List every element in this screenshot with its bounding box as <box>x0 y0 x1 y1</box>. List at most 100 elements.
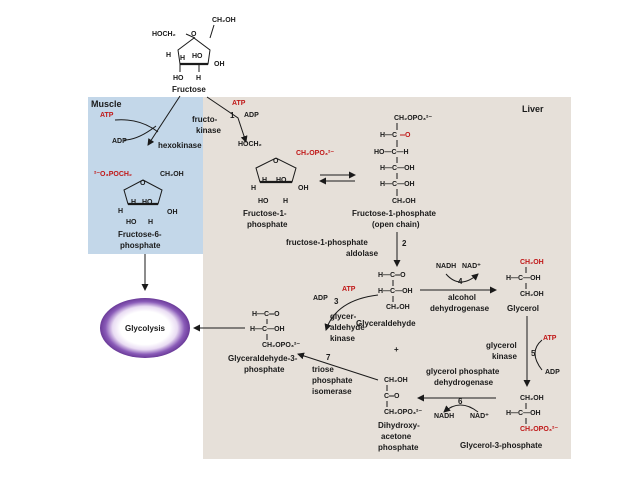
dhap-label-3: phosphate <box>378 443 419 452</box>
alcohol-dehydrogenase-label-1: alcohol <box>448 293 476 302</box>
liver-label: Liver <box>522 104 544 114</box>
step-4: 4 <box>458 277 463 286</box>
svg-text:ATP: ATP <box>342 286 356 293</box>
svg-text:NADH: NADH <box>436 263 456 270</box>
svg-text:CH₂OPO₃²⁻: CH₂OPO₃²⁻ <box>394 115 432 122</box>
fructose-structure: CH₂OH HOCH₂ O H H HO OH HO H Fructose <box>152 17 236 94</box>
fructose-label: Fructose <box>172 85 206 94</box>
g3p-label-1: Glyceraldehyde-3- <box>228 354 298 363</box>
dhap-label-1: Dihydroxy- <box>378 421 420 430</box>
open-chain-label-2: (open chain) <box>372 220 420 229</box>
svg-text:ADP: ADP <box>112 138 127 145</box>
fructose-1-phosphate-label-2: phosphate <box>247 220 288 229</box>
svg-text:ADP: ADP <box>313 295 328 302</box>
g3p-label-2: phosphate <box>244 365 285 374</box>
svg-text:H: H <box>283 198 288 205</box>
glyceraldehyde-kinase-label-3: kinase <box>330 334 355 343</box>
svg-text:═O: ═O <box>399 132 411 139</box>
glycerol-3-phosphate-label: Glycerol-3-phosphate <box>460 441 543 450</box>
glycerol-3-phosphate-structure: CH₂OH H—C—OH CH₂OPO₃²⁻ Glycerol-3-phosph… <box>460 395 558 450</box>
fructose-1-phosphate-label-1: Fructose-1- <box>243 209 287 218</box>
svg-text:HOCH₂: HOCH₂ <box>238 141 262 148</box>
svg-text:HO: HO <box>192 53 203 60</box>
glycerol-kinase-label-2: kinase <box>492 352 517 361</box>
svg-text:CH₂OH: CH₂OH <box>520 291 544 298</box>
svg-text:HO: HO <box>173 75 184 82</box>
glyceraldehyde-structure: H—C═O H—C—OH CH₂OH Glyceraldehyde <box>356 272 416 328</box>
step-5: 5 <box>531 349 536 358</box>
svg-text:CH₂OH: CH₂OH <box>392 198 416 205</box>
liver-panel <box>203 97 571 459</box>
isomerase-label-2: phosphate <box>312 376 353 385</box>
svg-text:HO: HO <box>258 198 269 205</box>
svg-text:ADP: ADP <box>545 369 560 376</box>
svg-text:CH₂OH: CH₂OH <box>160 171 184 178</box>
svg-text:ATP: ATP <box>543 335 557 342</box>
svg-text:O: O <box>273 158 279 165</box>
svg-text:H—C: H—C <box>380 132 397 139</box>
svg-text:H: H <box>148 219 153 226</box>
hexokinase-arrow <box>147 95 181 146</box>
glycolysis-label: Glycolysis <box>125 324 166 333</box>
svg-text:NAD⁺: NAD⁺ <box>470 413 489 420</box>
svg-text:CH₂OPO₃²⁻: CH₂OPO₃²⁻ <box>262 342 300 349</box>
svg-text:C═O: C═O <box>384 393 400 400</box>
dhap-structure: CH₂OH C═O CH₂OPO₃²⁻ Dihydroxy- acetone p… <box>378 377 422 452</box>
svg-text:H: H <box>118 208 123 215</box>
svg-text:HOCH₂: HOCH₂ <box>152 31 176 38</box>
svg-text:H: H <box>251 185 256 192</box>
glyceraldehyde-kinase-label-1: glycer- <box>330 312 357 321</box>
glyceraldehyde-kinase-label-2: aldehyde <box>330 323 365 332</box>
step-6: 6 <box>458 397 463 406</box>
glyceraldehyde-label: Glyceraldehyde <box>356 319 416 328</box>
isomerase-label-1: triose <box>312 365 334 374</box>
svg-text:H—C—OH: H—C—OH <box>378 288 413 295</box>
svg-text:H—C—OH: H—C—OH <box>380 165 415 172</box>
glyceraldehyde-kinase-arrow <box>324 294 379 331</box>
svg-text:OH: OH <box>167 209 178 216</box>
svg-text:+: + <box>394 345 399 354</box>
aldolase-label-2: aldolase <box>346 249 379 258</box>
svg-text:HO: HO <box>276 177 287 184</box>
svg-text:H—C═O: H—C═O <box>252 311 280 318</box>
svg-text:CH₂OH: CH₂OH <box>520 395 544 402</box>
isomerase-label-3: isomerase <box>312 387 352 396</box>
gpdh-label-2: dehydrogenase <box>434 378 494 387</box>
glycerol-label: Glycerol <box>507 304 539 313</box>
svg-text:²⁻O₃POCH₂: ²⁻O₃POCH₂ <box>94 171 132 178</box>
svg-text:CH₂OPO₃²⁻: CH₂OPO₃²⁻ <box>296 150 334 157</box>
svg-text:CH₂OH: CH₂OH <box>384 377 408 384</box>
svg-text:OH: OH <box>214 61 225 68</box>
fructose-6-phosphate-label-2: phosphate <box>120 241 161 250</box>
svg-text:H—C—OH: H—C—OH <box>506 275 541 282</box>
glyceraldehyde-3-phosphate-structure: H—C═O H—C—OH CH₂OPO₃²⁻ Glyceraldehyde-3-… <box>228 311 300 374</box>
open-chain-label-1: Fructose-1-phosphate <box>352 209 437 218</box>
svg-text:H: H <box>131 199 136 206</box>
muscle-label: Muscle <box>91 99 122 109</box>
svg-text:O: O <box>191 31 197 38</box>
fructose-1-phosphate-structure: HOCH₂ CH₂OPO₃²⁻ O H H HO OH HO H Fructos… <box>238 141 334 229</box>
svg-text:NAD⁺: NAD⁺ <box>462 263 481 270</box>
fructokinase-label-1: fructo- <box>192 115 218 124</box>
fructose-6-phosphate-label-1: Fructose-6- <box>118 230 162 239</box>
svg-text:HO: HO <box>126 219 137 226</box>
svg-text:ATP: ATP <box>232 100 246 107</box>
step-7: 7 <box>326 353 331 362</box>
svg-text:CH₂OH: CH₂OH <box>520 259 544 266</box>
alcohol-dehydrogenase-label-2: dehydrogenase <box>430 304 490 313</box>
fructose-1-phosphate-open-chain: CH₂OPO₃²⁻ H—C ═O HO—C—H H—C—OH H—C—OH CH… <box>352 115 437 229</box>
glycolysis-ring <box>100 298 190 358</box>
svg-text:ATP: ATP <box>100 112 114 119</box>
svg-text:HO: HO <box>142 199 153 206</box>
svg-text:H—C—OH: H—C—OH <box>250 326 285 333</box>
gpdh-label-1: glycerol phosphate <box>426 367 500 376</box>
fructose-6-phosphate-structure: ²⁻O₃POCH₂ CH₂OH O H H HO OH HO H Fructos… <box>94 171 184 250</box>
step-1: 1 <box>230 111 235 120</box>
svg-text:H: H <box>166 52 171 59</box>
glycerol-kinase-label-1: glycerol <box>486 341 517 350</box>
svg-text:HO—C—H: HO—C—H <box>374 149 409 156</box>
aldolase-label-1: fructose-1-phosphate <box>286 238 368 247</box>
svg-text:CH₂OH: CH₂OH <box>212 17 236 24</box>
svg-text:H—C═O: H—C═O <box>378 272 406 279</box>
muscle-panel <box>88 97 203 254</box>
